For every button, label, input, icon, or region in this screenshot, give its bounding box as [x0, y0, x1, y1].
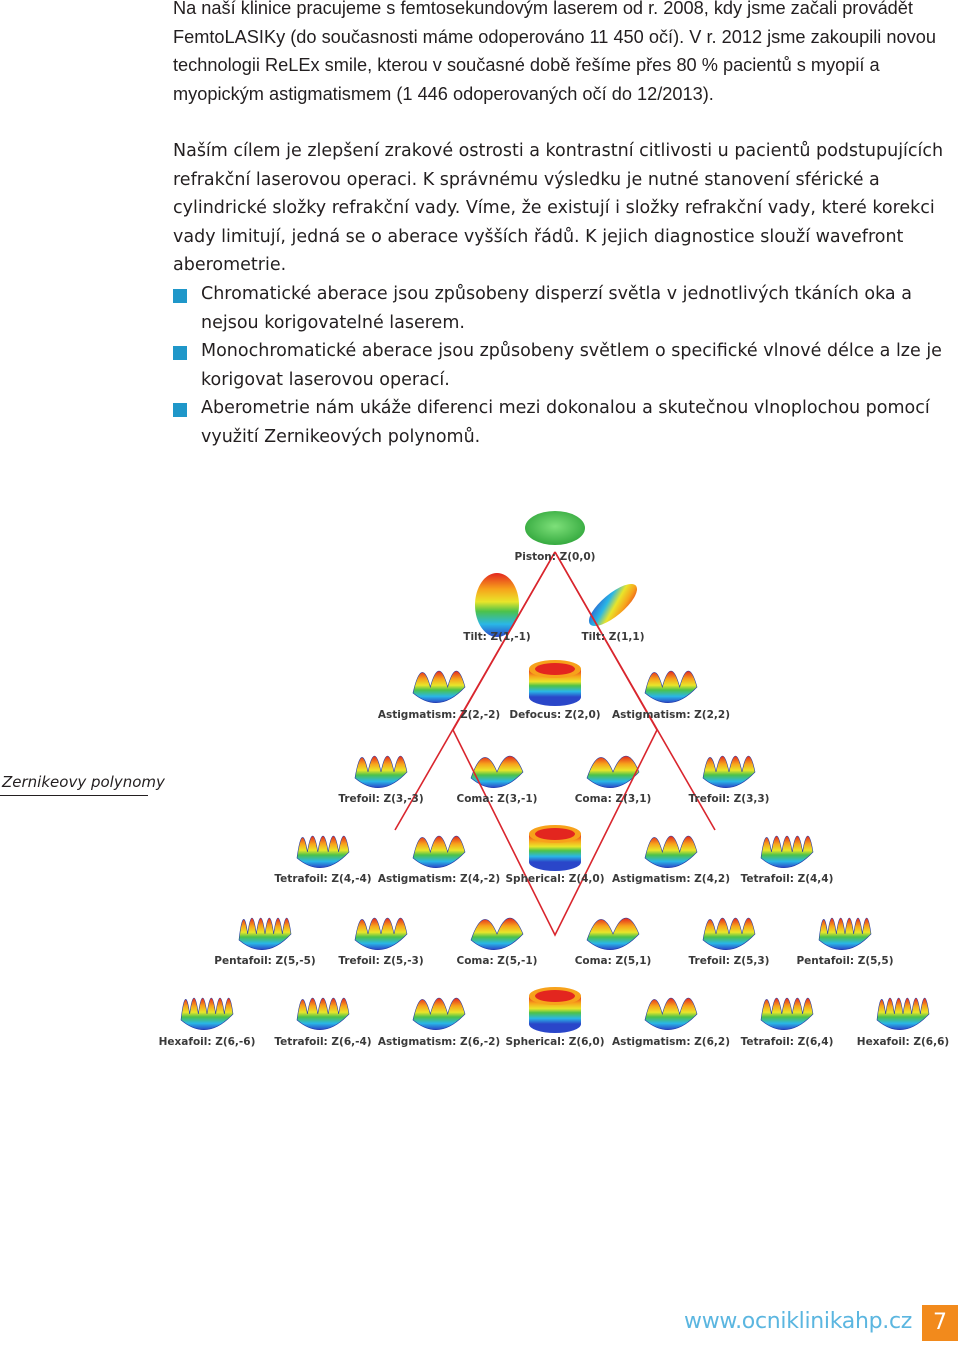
polynomial-label: Astigmatism: Z(6,2) — [612, 1036, 730, 1048]
polynomial-label: Tilt: Z(1,1) — [581, 631, 644, 643]
pyramid-line — [394, 551, 556, 831]
polynomial-label: Spherical: Z(4,0) — [505, 873, 604, 885]
list-item: Monochromatické aberace jsou způsobeny s… — [173, 337, 955, 394]
polynomial-label: Spherical: Z(6,0) — [505, 1036, 604, 1048]
aberration-list: Chromatické aberace jsou způsobeny dispe… — [173, 280, 955, 452]
zernike-surface — [412, 835, 466, 868]
polynomial-label: Tilt: Z(1,-1) — [463, 631, 530, 643]
polynomial-label: Pentafoil: Z(5,5) — [796, 955, 893, 967]
caption-divider — [0, 795, 148, 796]
polynomial-label: Astigmatism: Z(4,-2) — [378, 873, 500, 885]
square-bullet-icon — [173, 289, 187, 303]
list-item: Chromatické aberace jsou způsobeny dispe… — [173, 280, 955, 337]
polynomial-label: Hexafoil: Z(6,6) — [857, 1036, 949, 1048]
polynomial-label: Tetrafoil: Z(6,4) — [741, 1036, 834, 1048]
zernike-surface — [644, 670, 698, 703]
zernike-surface — [412, 997, 466, 1030]
zernike-surface — [876, 997, 930, 1030]
pyramid-line — [554, 551, 716, 831]
polynomial-label: Tetrafoil: Z(4,-4) — [274, 873, 371, 885]
website-link[interactable]: www.ocniklinikahp.cz — [684, 1309, 912, 1334]
polynomial-label: Astigmatism: Z(2,-2) — [378, 709, 500, 721]
zernike-surface — [529, 825, 581, 871]
goal-paragraph: Naším cílem je zlepšení zrakové ostrosti… — [173, 141, 944, 276]
zernike-surface — [296, 835, 350, 868]
square-bullet-icon — [173, 403, 187, 418]
list-item: Aberometrie nám ukáže diferenci mezi dok… — [173, 394, 955, 451]
zernike-surface — [354, 917, 408, 950]
pyramid-outline — [394, 551, 716, 937]
zernike-surface — [702, 755, 756, 788]
polynomial-label: Trefoil: Z(5,3) — [689, 955, 770, 967]
zernike-surface — [644, 835, 698, 868]
zernike-surface — [702, 917, 756, 950]
polynomial-surfaces — [180, 511, 930, 1033]
polynomial-labels: Piston: Z(0,0) Tilt: Z(1,-1) Tilt: Z(1,1) A… — [159, 551, 950, 1048]
zernike-surface — [586, 755, 640, 788]
zernike-pyramid: Piston: Z(0,0) Tilt: Z(1,-1) Tilt: Z(1,1) A… — [159, 511, 950, 1048]
figure-caption: Zernikeovy polynomy — [2, 773, 165, 791]
zernike-surface — [644, 997, 698, 1030]
zernike-surface — [818, 917, 872, 950]
polynomial-label: Pentafoil: Z(5,-5) — [214, 955, 315, 967]
square-bullet-icon — [173, 346, 187, 361]
zernike-surface — [470, 755, 524, 788]
polynomial-label: Coma: Z(5,-1) — [457, 955, 538, 967]
polynomial-label: Astigmatism: Z(6,-2) — [378, 1036, 500, 1048]
polynomial-label: Piston: Z(0,0) — [515, 551, 596, 563]
zernike-surface — [180, 997, 234, 1030]
zernike-surface — [760, 835, 814, 868]
polynomial-label: Coma: Z(5,1) — [575, 955, 652, 967]
zernike-surface — [586, 917, 640, 950]
zernike-surface — [475, 573, 519, 637]
polynomial-label: Coma: Z(3,1) — [575, 793, 652, 805]
zernike-surface — [760, 997, 814, 1030]
zernike-surface — [296, 997, 350, 1030]
polynomial-label: Trefoil: Z(3,-3) — [338, 793, 423, 805]
page-number: 7 — [922, 1305, 958, 1341]
zernike-surface — [529, 660, 581, 706]
polynomial-label: Astigmatism: Z(4,2) — [612, 873, 730, 885]
polynomial-label: Trefoil: Z(3,3) — [689, 793, 770, 805]
polynomial-label: Coma: Z(3,-1) — [457, 793, 538, 805]
polynomial-label: Astigmatism: Z(2,2) — [612, 709, 730, 721]
zernike-surface — [525, 511, 585, 545]
polynomial-label: Hexafoil: Z(6,-6) — [159, 1036, 256, 1048]
polynomial-label: Tetrafoil: Z(4,4) — [741, 873, 834, 885]
zernike-surface — [238, 917, 292, 950]
zernike-surface — [412, 670, 466, 703]
polynomial-label: Tetrafoil: Z(6,-4) — [274, 1036, 371, 1048]
zernike-surface — [354, 755, 408, 788]
zernike-surface — [588, 583, 638, 627]
intro-paragraph: Na naší klinice pracujeme s femtosekundo… — [173, 0, 936, 104]
zernike-surface — [529, 987, 581, 1033]
zernike-surface — [470, 917, 524, 950]
polynomial-label: Trefoil: Z(5,-3) — [338, 955, 423, 967]
polynomial-label: Defocus: Z(2,0) — [509, 709, 600, 721]
